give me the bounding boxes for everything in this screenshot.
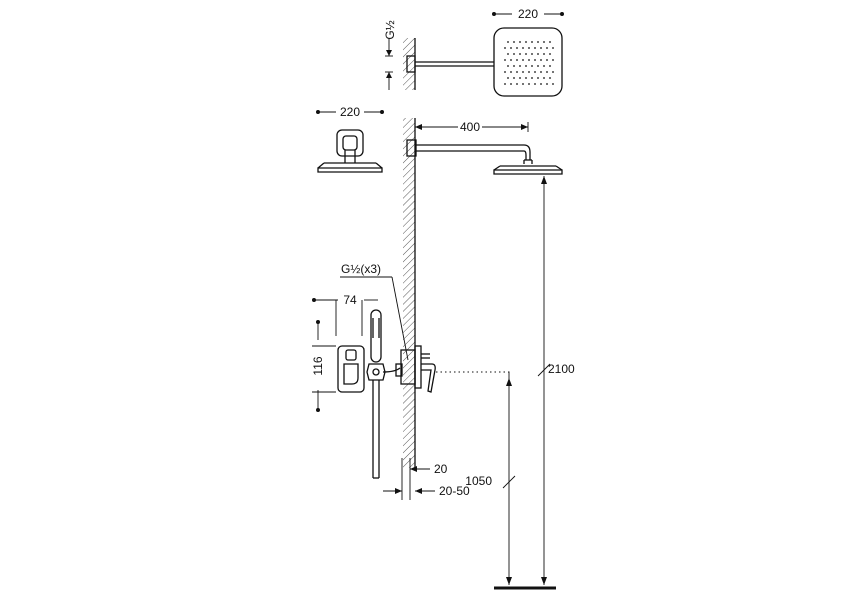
dim-mixer-height: 1050: [436, 371, 516, 585]
main-wall: [403, 118, 416, 468]
label-400: 400: [460, 120, 480, 134]
shower-head-side: [493, 165, 563, 175]
top-shower-arm: [406, 55, 494, 73]
dim-arm-length: 400: [415, 120, 529, 134]
hand-shower: [366, 309, 401, 479]
dim-mixer-width: 74: [312, 293, 378, 336]
label-inlets: G½(x3): [340, 262, 409, 361]
mixer-valve: [395, 345, 436, 393]
mixer-front: [337, 345, 365, 393]
label-74: 74: [343, 293, 357, 307]
label-top-220: 220: [518, 7, 538, 21]
label-g-half-top: G½: [383, 20, 397, 39]
dim-mixer-side: 116: [311, 320, 336, 412]
dim-wall-depth: 20-50: [383, 484, 470, 498]
label-side-220: 220: [340, 105, 360, 119]
dim-projection: 20: [401, 458, 448, 500]
label-20: 20: [434, 462, 448, 476]
dim-thread-top: G½: [383, 20, 397, 90]
dim-side-head-width: 220: [316, 105, 384, 119]
nozzle-grid: [504, 41, 554, 85]
label-116: 116: [311, 356, 325, 375]
label-20-50: 20-50: [439, 484, 470, 498]
shower-arm: [406, 139, 533, 164]
label-2100: 2100: [548, 362, 575, 376]
dim-top-head-width: 220: [492, 7, 564, 21]
top-wall: [403, 38, 416, 90]
label-1050: 1050: [465, 474, 492, 488]
top-shower-head-plan: [493, 27, 563, 97]
label-g-half-x3: G½(x3): [341, 262, 381, 276]
shower-head-front: [317, 129, 383, 173]
dim-total-height: 2100: [537, 176, 575, 585]
